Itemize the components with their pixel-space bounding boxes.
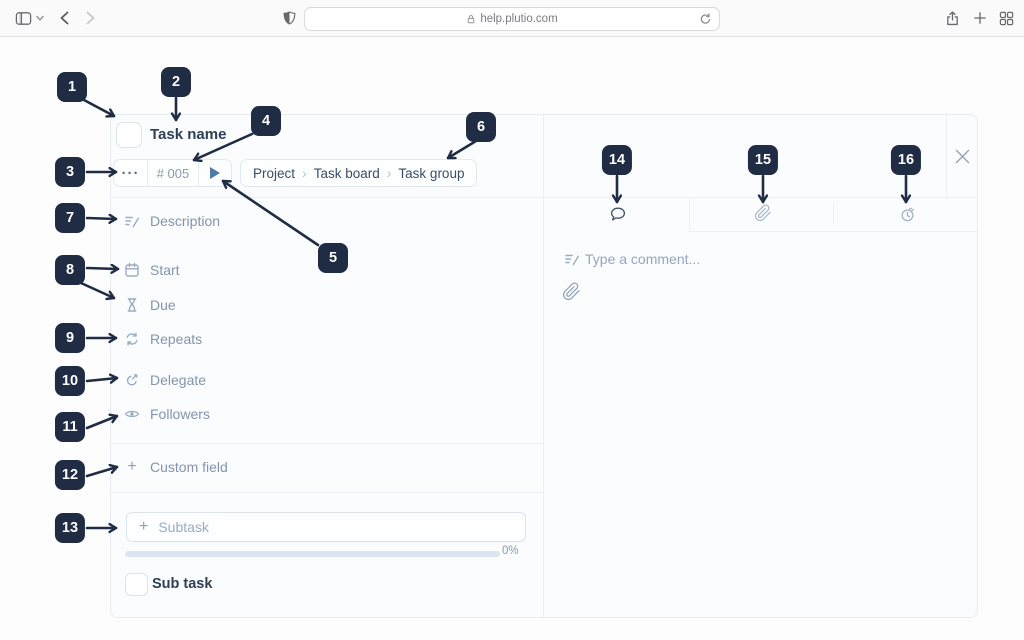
tab-overview-button[interactable]	[994, 0, 1018, 36]
task-checkbox[interactable]	[116, 122, 142, 148]
custom-field-divider-top	[111, 443, 543, 444]
subtask-name: Sub task	[152, 576, 213, 592]
shield-icon	[282, 10, 297, 27]
chevron-right-icon: ›	[386, 165, 392, 181]
repeat-icon	[124, 331, 140, 347]
sidebar-menu-chevron[interactable]	[33, 0, 47, 36]
task-detail-panel	[110, 114, 978, 618]
callout-badge-13: 13	[54, 513, 86, 543]
lock-icon	[466, 14, 476, 25]
forward-button[interactable]	[80, 0, 100, 36]
callout-badge-3: 3	[55, 157, 85, 187]
plus-icon: +	[139, 518, 149, 535]
plus-icon: +	[127, 458, 137, 475]
callout-badge-10: 10	[54, 366, 86, 396]
tab-attachments[interactable]	[753, 203, 773, 223]
callout-badge-7: 7	[55, 203, 85, 233]
breadcrumb-task-board[interactable]: Task board	[313, 165, 380, 181]
play-icon	[210, 167, 220, 179]
custom-field-divider-bottom	[111, 492, 543, 493]
callout-arrow-1	[82, 98, 116, 116]
callout-badge-14: 14	[601, 145, 633, 175]
add-custom-field-button[interactable]: + Custom field	[127, 458, 228, 476]
field-row-description[interactable]: Description	[124, 210, 220, 232]
callout-badge-9: 9	[55, 323, 85, 353]
field-row-repeats[interactable]: Repeats	[124, 328, 202, 350]
address-bar[interactable]: help.plutio.com	[304, 7, 720, 31]
callout-badge-2: 2	[161, 67, 191, 97]
calendar-icon	[124, 262, 140, 278]
back-icon	[59, 11, 70, 25]
field-row-start[interactable]: Start	[124, 259, 180, 281]
share-button[interactable]	[940, 0, 964, 36]
breadcrumb-project[interactable]: Project	[253, 165, 296, 181]
breadcrumb: Project › Task board › Task group	[240, 159, 478, 187]
callout-badge-11: 11	[55, 412, 85, 442]
subtask-placeholder: Subtask	[158, 519, 209, 535]
field-row-followers[interactable]: Followers	[124, 403, 210, 425]
header-divider	[111, 197, 977, 198]
attach-file-button[interactable]	[561, 281, 581, 301]
comment-format-icon	[563, 250, 580, 267]
description-icon	[124, 213, 140, 229]
close-box-border	[946, 115, 947, 197]
tab-overview-icon	[999, 11, 1014, 26]
timer-icon	[899, 206, 916, 223]
tab-separator	[833, 205, 834, 224]
callout-badge-16: 16	[890, 145, 922, 175]
subtask-checkbox[interactable]	[125, 573, 148, 596]
back-button[interactable]	[54, 0, 74, 36]
paperclip-icon	[562, 281, 581, 301]
more-button[interactable]: ···	[121, 164, 140, 182]
tab-time-tracking[interactable]	[897, 204, 917, 224]
paperclip-icon	[754, 204, 772, 222]
callout-badge-4: 4	[251, 106, 281, 136]
callout-badge-6: 6	[466, 112, 496, 142]
tab-comments[interactable]	[608, 204, 628, 224]
sidebar-toggle-button[interactable]	[12, 0, 34, 36]
callout-badge-12: 12	[54, 460, 86, 490]
close-icon	[954, 148, 971, 165]
reload-button[interactable]	[699, 12, 712, 26]
chevron-down-icon	[36, 15, 44, 22]
subtask-progress-bar	[125, 551, 500, 557]
hourglass-icon	[124, 297, 140, 313]
share-icon	[945, 10, 960, 27]
comment-input[interactable]: Type a comment...	[585, 251, 701, 267]
callout-badge-15: 15	[747, 145, 779, 175]
subtask-input[interactable]: + Subtask	[126, 512, 526, 542]
delegate-icon	[124, 372, 140, 388]
address-text: help.plutio.com	[480, 13, 558, 25]
chevron-right-icon: ›	[302, 165, 307, 181]
task-number: # 005	[147, 160, 198, 186]
breadcrumb-task-group[interactable]: Task group	[398, 165, 465, 181]
sidebar-icon	[15, 10, 32, 27]
forward-icon	[85, 11, 96, 25]
column-divider	[543, 115, 544, 617]
callout-badge-1: 1	[57, 72, 87, 102]
privacy-report-button[interactable]	[278, 0, 300, 36]
new-tab-button[interactable]	[968, 0, 992, 36]
progress-percent: 0%	[502, 545, 519, 557]
browser-toolbar: help.plutio.com	[0, 0, 1024, 37]
field-row-delegate[interactable]: Delegate	[124, 369, 206, 391]
new-tab-icon	[973, 11, 987, 25]
field-row-due[interactable]: Due	[124, 294, 176, 316]
start-timer-button[interactable]	[198, 160, 231, 186]
task-title[interactable]: Task name	[150, 126, 227, 143]
close-button[interactable]	[954, 148, 971, 165]
tabbar-bottom-border	[689, 231, 977, 232]
eye-icon	[124, 406, 140, 422]
task-actions-group: ··· # 005	[113, 159, 232, 187]
callout-badge-8: 8	[55, 255, 85, 285]
comment-icon	[609, 205, 627, 223]
callout-badge-5: 5	[318, 243, 348, 273]
active-tab-right-border	[689, 198, 690, 231]
